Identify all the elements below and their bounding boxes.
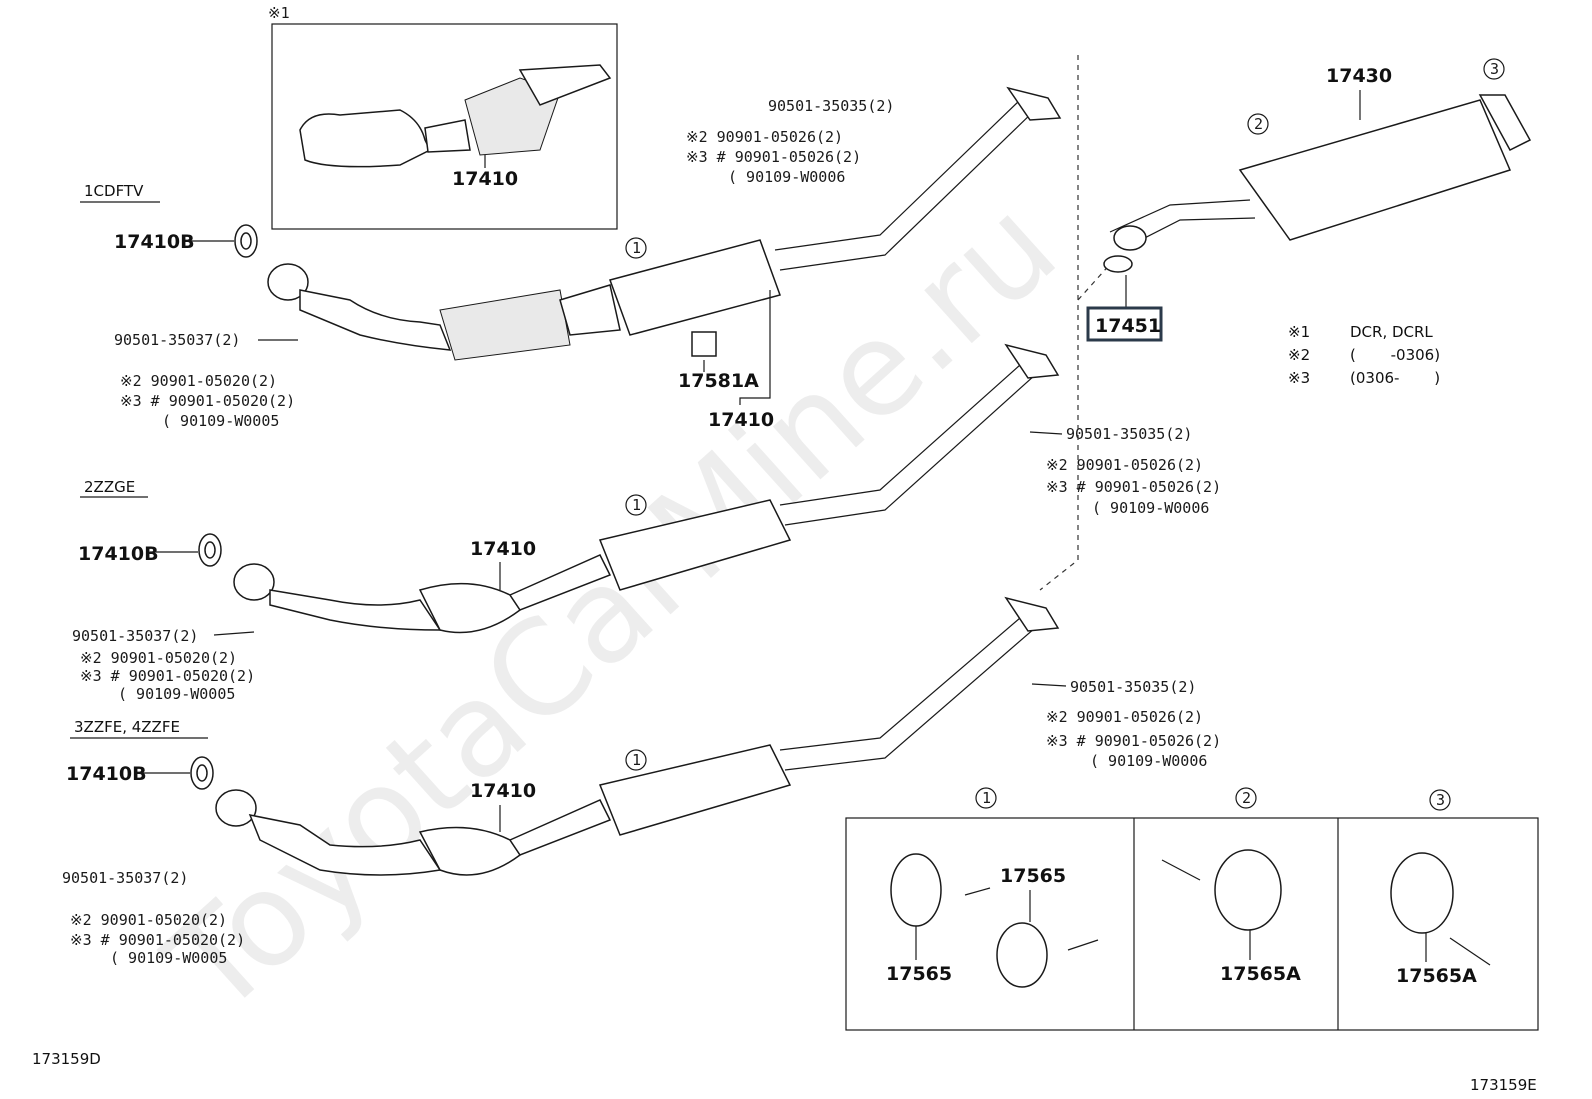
legend-mark-3: ※3 [1288, 369, 1310, 387]
front-pipe-assembly-row1 [234, 86, 1062, 361]
circle-1-row3: 1 [632, 751, 641, 769]
tail-muffler-drawing [1103, 94, 1532, 273]
label-17410b-row3: 17410B [66, 763, 147, 785]
circle-3-panel: 3 [1436, 791, 1445, 809]
bolt-label-row1-right-2: ※2 90901-05026(2) [686, 128, 843, 146]
label-17565-bottom: 17565 [886, 963, 952, 985]
legend-mark-1: ※1 [1288, 323, 1310, 341]
legend-mark-2: ※2 [1288, 346, 1310, 364]
label-17565a-panel2: 17565A [1220, 963, 1301, 985]
circle-2-panel: 2 [1242, 789, 1251, 807]
bolt-label-row2-left-alt: ( 90109-W0005 [118, 685, 235, 703]
bolt-label-row1-right-alt: ( 90109-W0006 [728, 168, 845, 186]
legend-text-2: ( -0306) [1350, 346, 1440, 364]
ref-code-left: 173159D [32, 1050, 101, 1068]
bolt-label-row3-left-2: ※2 90901-05020(2) [70, 911, 227, 929]
bolt-label-row3-right-3: ※3 # 90901-05026(2) [1046, 732, 1221, 750]
circle-1-row1: 1 [632, 239, 641, 257]
bolt-label-row2-left-2: ※2 90901-05020(2) [80, 649, 237, 667]
inset-converter-drawing [299, 64, 612, 168]
legend-text-1: DCR, DCRL [1350, 323, 1433, 341]
circle-3-muffler: 3 [1490, 60, 1499, 78]
circle-1-panel: 1 [982, 789, 991, 807]
gasket-17451-highlight-box [1086, 306, 1163, 342]
inset-note: ※1 [268, 4, 290, 22]
label-17565a-panel3: 17565A [1396, 965, 1477, 987]
bolt-label-row3-right-2: ※2 90901-05026(2) [1046, 708, 1203, 726]
inset-frame [271, 23, 618, 230]
engine-label-3zzfe-4zzfe: 3ZZFE, 4ZZFE [74, 718, 180, 736]
label-17430: 17430 [1326, 65, 1392, 87]
bolt-label-row1-right-3: ※3 # 90901-05026(2) [686, 148, 861, 166]
bolt-label-row2-right-2: ※2 90901-05026(2) [1046, 456, 1203, 474]
bolt-label-row1-left-3: ※3 # 90901-05020(2) [120, 392, 295, 410]
bolt-label-row1-left-alt: ( 90109-W0005 [162, 412, 279, 430]
bolt-label-row2-right-3: ※3 # 90901-05026(2) [1046, 478, 1221, 496]
label-17410b-row1: 17410B [114, 231, 195, 253]
bolt-label-row3-left-3: ※3 # 90901-05020(2) [70, 931, 245, 949]
bolt-label-row3-right-alt: ( 90109-W0006 [1090, 752, 1207, 770]
legend-text-3: (0306- ) [1350, 369, 1440, 387]
bolt-label-row2-left-3: ※3 # 90901-05020(2) [80, 667, 255, 685]
front-pipe-assembly-row3 [190, 596, 1060, 876]
label-17410-row1: 17410 [708, 409, 774, 431]
hanger-cushion-drawings [890, 849, 1491, 988]
circle-2-muffler: 2 [1254, 115, 1263, 133]
label-17410-row3: 17410 [470, 780, 536, 802]
inset-part-label-17410: 17410 [452, 168, 518, 190]
hanger-detail-panel [845, 817, 1539, 1031]
engine-label-2zzge: 2ZZGE [84, 478, 135, 496]
label-17451: 17451 [1095, 315, 1161, 337]
label-17565-top: 17565 [1000, 865, 1066, 887]
label-17410b-row2: 17410B [78, 543, 159, 565]
spring-label-row3-right: 90501-35035(2) [1070, 678, 1196, 696]
bolt-label-row1-left-2: ※2 90901-05020(2) [120, 372, 277, 390]
bolt-label-row2-right-alt: ( 90109-W0006 [1092, 499, 1209, 517]
circle-1-row2: 1 [632, 496, 641, 514]
ref-code-right: 173159E [1470, 1076, 1537, 1094]
engine-label-1cdftv: 1CDFTV [84, 182, 144, 200]
spring-label-row2-left: 90501-35037(2) [72, 627, 198, 645]
label-17581a: 17581A [678, 370, 759, 392]
bolt-label-row3-left-alt: ( 90109-W0005 [110, 949, 227, 967]
label-17410-row2: 17410 [470, 538, 536, 560]
spring-label-row1-right: 90501-35035(2) [768, 97, 894, 115]
spring-label-row1-left: 90501-35037(2) [114, 331, 240, 349]
spring-label-row2-right: 90501-35035(2) [1066, 425, 1192, 443]
front-pipe-assembly-row2 [198, 343, 1060, 634]
spring-label-row3-left: 90501-35037(2) [62, 869, 188, 887]
